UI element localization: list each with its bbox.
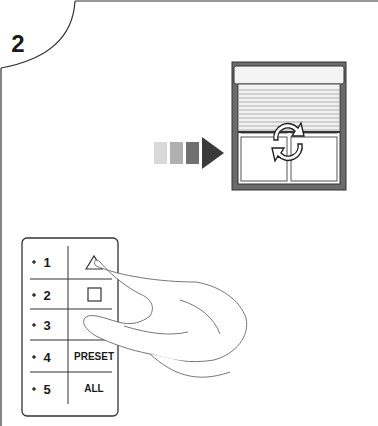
button-number: 5 [43, 383, 50, 396]
button-label: ALL [83, 383, 104, 395]
button-label: PRESET [73, 351, 115, 363]
button-number: 2 [43, 289, 50, 302]
step-number: 2 [11, 32, 24, 56]
signal-arrow [154, 137, 224, 169]
button-number: 3 [43, 319, 50, 332]
window-blind [232, 62, 346, 190]
button-number: 4 [43, 351, 50, 364]
frame-line [75, 0, 378, 1]
step-corner [1, 1, 75, 68]
rotate-symbol [272, 123, 304, 161]
frame-line [0, 68, 1, 426]
button-number: 1 [43, 256, 50, 269]
